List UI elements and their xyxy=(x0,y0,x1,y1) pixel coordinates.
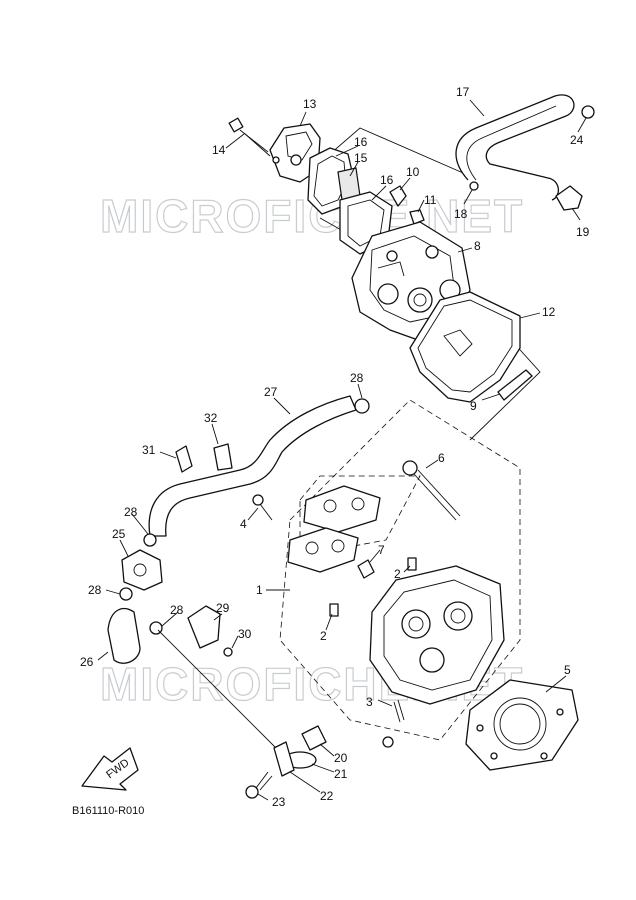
callout-5: 5 xyxy=(564,663,571,677)
part-7-plug[interactable] xyxy=(357,559,375,579)
callout-13: 13 xyxy=(303,97,317,111)
part-camshaft-cap-upper[interactable] xyxy=(303,485,381,533)
callout-29: 29 xyxy=(216,601,230,615)
part-14-bolt[interactable] xyxy=(228,117,271,157)
part-2-dowel-a[interactable] xyxy=(407,557,417,571)
part-28-clamp-a[interactable] xyxy=(354,398,370,414)
part-32-holder[interactable] xyxy=(213,443,233,471)
callout-28: 28 xyxy=(88,583,102,597)
callout-24: 24 xyxy=(570,133,584,147)
callout-26: 26 xyxy=(80,655,94,669)
forward-arrow-icon: FWD xyxy=(81,747,139,791)
part-6-stud-bolt[interactable] xyxy=(402,460,461,521)
callout-2: 2 xyxy=(320,629,327,643)
callout-28: 28 xyxy=(350,371,364,385)
part-1-cylinder-head[interactable] xyxy=(369,565,505,705)
callout-20: 20 xyxy=(334,751,348,765)
callout-17: 17 xyxy=(456,85,470,99)
part-27-water-hose[interactable] xyxy=(148,395,357,537)
callout-30: 30 xyxy=(238,627,252,641)
dashed-group-outline xyxy=(279,399,521,741)
lower-assembly xyxy=(97,383,579,801)
callout-10: 10 xyxy=(406,165,420,179)
callout-18: 18 xyxy=(454,207,468,221)
callout-2: 2 xyxy=(394,567,401,581)
callout-31: 31 xyxy=(142,443,156,457)
callout-4: 4 xyxy=(240,517,247,531)
part-28-clamp-b[interactable] xyxy=(143,533,157,547)
part-9-seal[interactable] xyxy=(497,369,533,401)
callout-6: 6 xyxy=(438,451,445,465)
callout-16: 16 xyxy=(380,173,394,187)
callout-27: 27 xyxy=(264,385,278,399)
part-3-bolt[interactable] xyxy=(393,699,405,723)
callout-7: 7 xyxy=(378,543,385,557)
part-2-dowel-b[interactable] xyxy=(329,603,339,617)
callout-19: 19 xyxy=(576,225,590,239)
callout-8: 8 xyxy=(474,239,481,253)
part-22-guide[interactable] xyxy=(273,741,295,777)
callout-12: 12 xyxy=(542,305,556,319)
guide-line xyxy=(157,629,279,751)
part-camshaft-cap-lower[interactable] xyxy=(287,527,359,573)
callout-21: 21 xyxy=(334,767,348,781)
callout-11: 11 xyxy=(424,193,437,207)
callouts: 13 14 16 15 16 10 11 8 12 9 17 24 18 19 … xyxy=(80,85,590,809)
part-11-nut[interactable] xyxy=(409,209,425,225)
part-17-breather-hose[interactable] xyxy=(455,94,575,201)
part-bolt-lower[interactable] xyxy=(382,736,394,748)
upper-assembly xyxy=(225,94,595,441)
part-25-joint[interactable] xyxy=(121,549,163,591)
diagram-code: B161110-R010 xyxy=(72,805,144,817)
callout-3: 3 xyxy=(366,695,373,709)
callout-23: 23 xyxy=(272,795,286,809)
part-5-cylinder-gasket[interactable] xyxy=(465,679,579,771)
part-26-hose[interactable] xyxy=(107,607,141,664)
part-18-clip[interactable] xyxy=(469,181,479,191)
callout-16: 16 xyxy=(354,135,368,149)
part-28-clamp-c[interactable] xyxy=(119,587,133,601)
part-4-bolt[interactable] xyxy=(252,494,273,521)
callout-15: 15 xyxy=(354,151,368,165)
part-10-grommet[interactable] xyxy=(389,185,407,207)
part-23-bolt[interactable] xyxy=(245,771,273,799)
callout-32: 32 xyxy=(204,411,218,425)
part-8-cylinder-head-cover[interactable] xyxy=(351,221,471,341)
part-12-cover-gasket[interactable] xyxy=(409,291,521,403)
callout-28: 28 xyxy=(170,603,184,617)
callout-1: 1 xyxy=(256,583,263,597)
part-29-bracket[interactable] xyxy=(187,605,221,649)
callout-9: 9 xyxy=(470,399,477,413)
callout-22: 22 xyxy=(320,789,334,803)
part-31-joint[interactable] xyxy=(175,445,193,473)
callout-25: 25 xyxy=(112,527,126,541)
part-30-bolt[interactable] xyxy=(223,647,233,657)
callout-28: 28 xyxy=(124,505,138,519)
callout-14: 14 xyxy=(212,143,226,157)
part-24-clip[interactable] xyxy=(581,105,595,119)
part-19-hose-clamp[interactable] xyxy=(555,185,583,211)
